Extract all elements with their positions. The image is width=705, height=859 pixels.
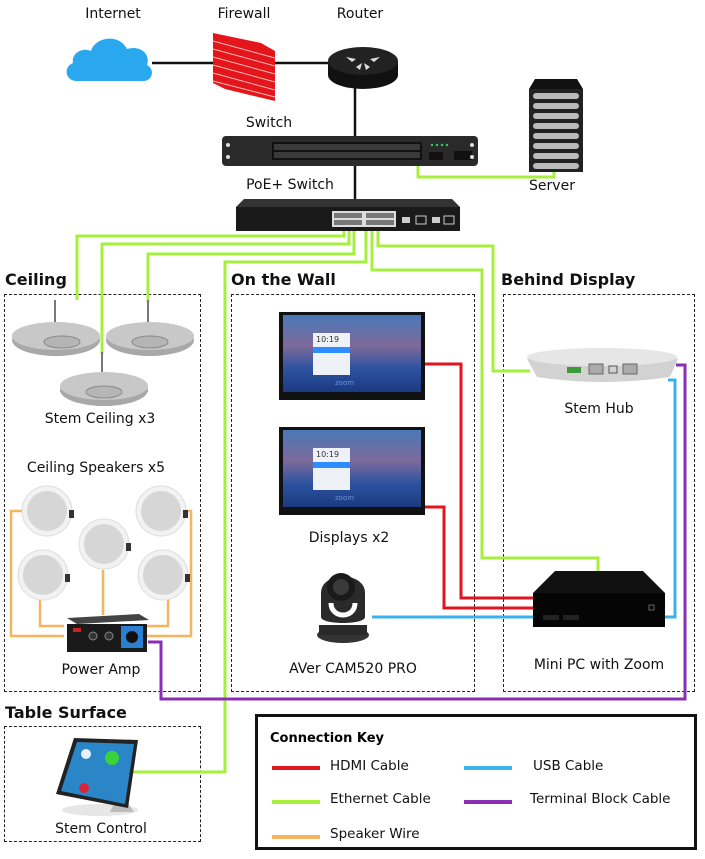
server-icon (529, 79, 583, 172)
ethernet-poe-stem-hub (376, 225, 530, 373)
connection-key: Connection Key HDMI Cable USB Cable Ethe… (255, 714, 697, 850)
display-2-brand: zoom (335, 494, 355, 502)
zone-table (4, 726, 201, 842)
ethernet-poe-ceiling-ap2 (146, 225, 356, 302)
poe-switch-icon (236, 199, 460, 231)
terminal-stemhub-poweramp (148, 363, 687, 701)
zone-title-ceiling: Ceiling (5, 270, 67, 289)
zone-behind-display (503, 294, 695, 692)
router-label: Router (336, 6, 384, 22)
cloud-icon (66, 38, 152, 81)
mini-pc-label: Mini PC with Zoom (533, 657, 665, 673)
network-switch-icon (222, 136, 478, 166)
server-label: Server (529, 178, 575, 194)
connection-key-title: Connection Key (270, 731, 385, 746)
display-2-clock-card: 10:19 (313, 448, 350, 490)
usb-cables (372, 378, 677, 619)
ceiling-speaker-2 (135, 485, 188, 537)
display-2: 10:19 zoom (279, 427, 425, 515)
hdmi-display2-minipc (425, 505, 535, 610)
stem-hub-label: Stem Hub (564, 401, 634, 417)
firewall-icon (212, 33, 276, 101)
display-1: 10:19 zoom (279, 312, 425, 400)
display-2-screen: 10:19 zoom (283, 430, 421, 507)
stem-hub-icon (527, 348, 678, 382)
key-swatch-terminal-block (464, 800, 512, 804)
ethernet-switch-server (416, 157, 556, 179)
hdmi-cables (425, 362, 535, 610)
ceiling-speaker-5 (137, 549, 190, 601)
stem-ceiling-label: Stem Ceiling x3 (44, 411, 156, 427)
display-1-time: 10:19 (316, 335, 340, 344)
switch-label: Switch (245, 115, 293, 131)
speaker-wire-left-outer (9, 509, 64, 638)
displays-label: Displays x2 (308, 530, 390, 546)
ethernet-poe-stem-control (128, 225, 368, 774)
poe-switch-label: PoE+ Switch (246, 177, 334, 193)
router-icon (328, 47, 398, 89)
ethernet-cables (75, 157, 600, 774)
ceiling-speaker-3 (78, 518, 131, 570)
internet-label: Internet (85, 6, 141, 22)
firewall-label: Firewall (217, 6, 271, 22)
key-swatch-hdmi (272, 766, 320, 770)
key-swatch-usb (464, 766, 512, 770)
ethernet-poe-ceiling-ap3 (100, 225, 351, 354)
camera-icon (317, 573, 369, 643)
zone-wall (231, 294, 475, 692)
ceiling-speaker-1 (21, 485, 74, 537)
usb-stemhub-minipc (663, 378, 677, 619)
stem-ceiling-ap-3 (60, 352, 148, 406)
terminal-block-cables (148, 363, 687, 701)
display-1-clock-card: 10:19 (313, 333, 350, 375)
mini-pc-icon (533, 571, 665, 627)
zone-title-wall: On the Wall (231, 270, 336, 289)
zone-title-behind-display: Behind Display (501, 270, 636, 289)
ceiling-speaker-4 (17, 549, 70, 601)
stem-ceiling-ap-2 (106, 300, 194, 356)
speaker-wire-left-inner (38, 598, 64, 628)
camera-label: AVer CAM520 PRO (289, 661, 417, 677)
display-1-brand: zoom (335, 379, 355, 387)
stem-control-tablet-icon (56, 738, 138, 816)
stem-ceiling-ap-1 (12, 300, 100, 356)
key-swatch-ethernet (272, 800, 320, 804)
hdmi-display1-minipc (425, 362, 535, 600)
key-label-terminal-block: Terminal Block Cable (530, 791, 671, 807)
power-amp-icon (67, 614, 149, 652)
speaker-wire-right-inner (147, 598, 170, 628)
stem-control-label: Stem Control (55, 821, 147, 837)
key-label-hdmi: HDMI Cable (330, 758, 409, 774)
display-1-screen: 10:19 zoom (283, 315, 421, 392)
key-label-usb: USB Cable (533, 758, 604, 774)
network-cables (152, 61, 357, 208)
ethernet-poe-mini-pc (370, 225, 600, 572)
power-amp-label: Power Amp (61, 662, 141, 678)
ceiling-speakers-label: Ceiling Speakers x5 (26, 460, 166, 476)
zone-title-table: Table Surface (5, 703, 127, 722)
key-label-speaker: Speaker Wire (330, 826, 420, 842)
display-2-time: 10:19 (316, 450, 340, 459)
key-label-ethernet: Ethernet Cable (330, 791, 431, 807)
key-swatch-speaker (272, 835, 320, 839)
